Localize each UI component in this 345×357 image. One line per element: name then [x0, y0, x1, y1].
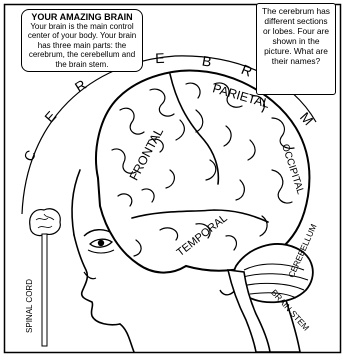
intro-title: YOUR AMAZING BRAIN: [25, 12, 139, 22]
question-box: The cerebrum has different sections or l…: [256, 3, 336, 95]
cerebrum-letter: E: [41, 108, 59, 126]
cerebrum-letter: B: [201, 52, 213, 69]
spinal-cord: [42, 234, 47, 346]
intro-text: Your brain is the main control center of…: [25, 22, 139, 69]
intro-box: YOUR AMAZING BRAIN Your brain is the mai…: [21, 9, 143, 72]
cerebrum-letter: M: [297, 109, 317, 128]
cerebrum-letter: R: [239, 61, 254, 80]
eye: [84, 230, 114, 253]
cerebrum-letter: E: [155, 50, 165, 66]
spinal-cord-label: SPINAL CORD: [25, 279, 34, 333]
question-text: The cerebrum has different sections or l…: [260, 6, 332, 67]
nose: [84, 272, 96, 279]
small-brain-icon: [30, 209, 61, 236]
